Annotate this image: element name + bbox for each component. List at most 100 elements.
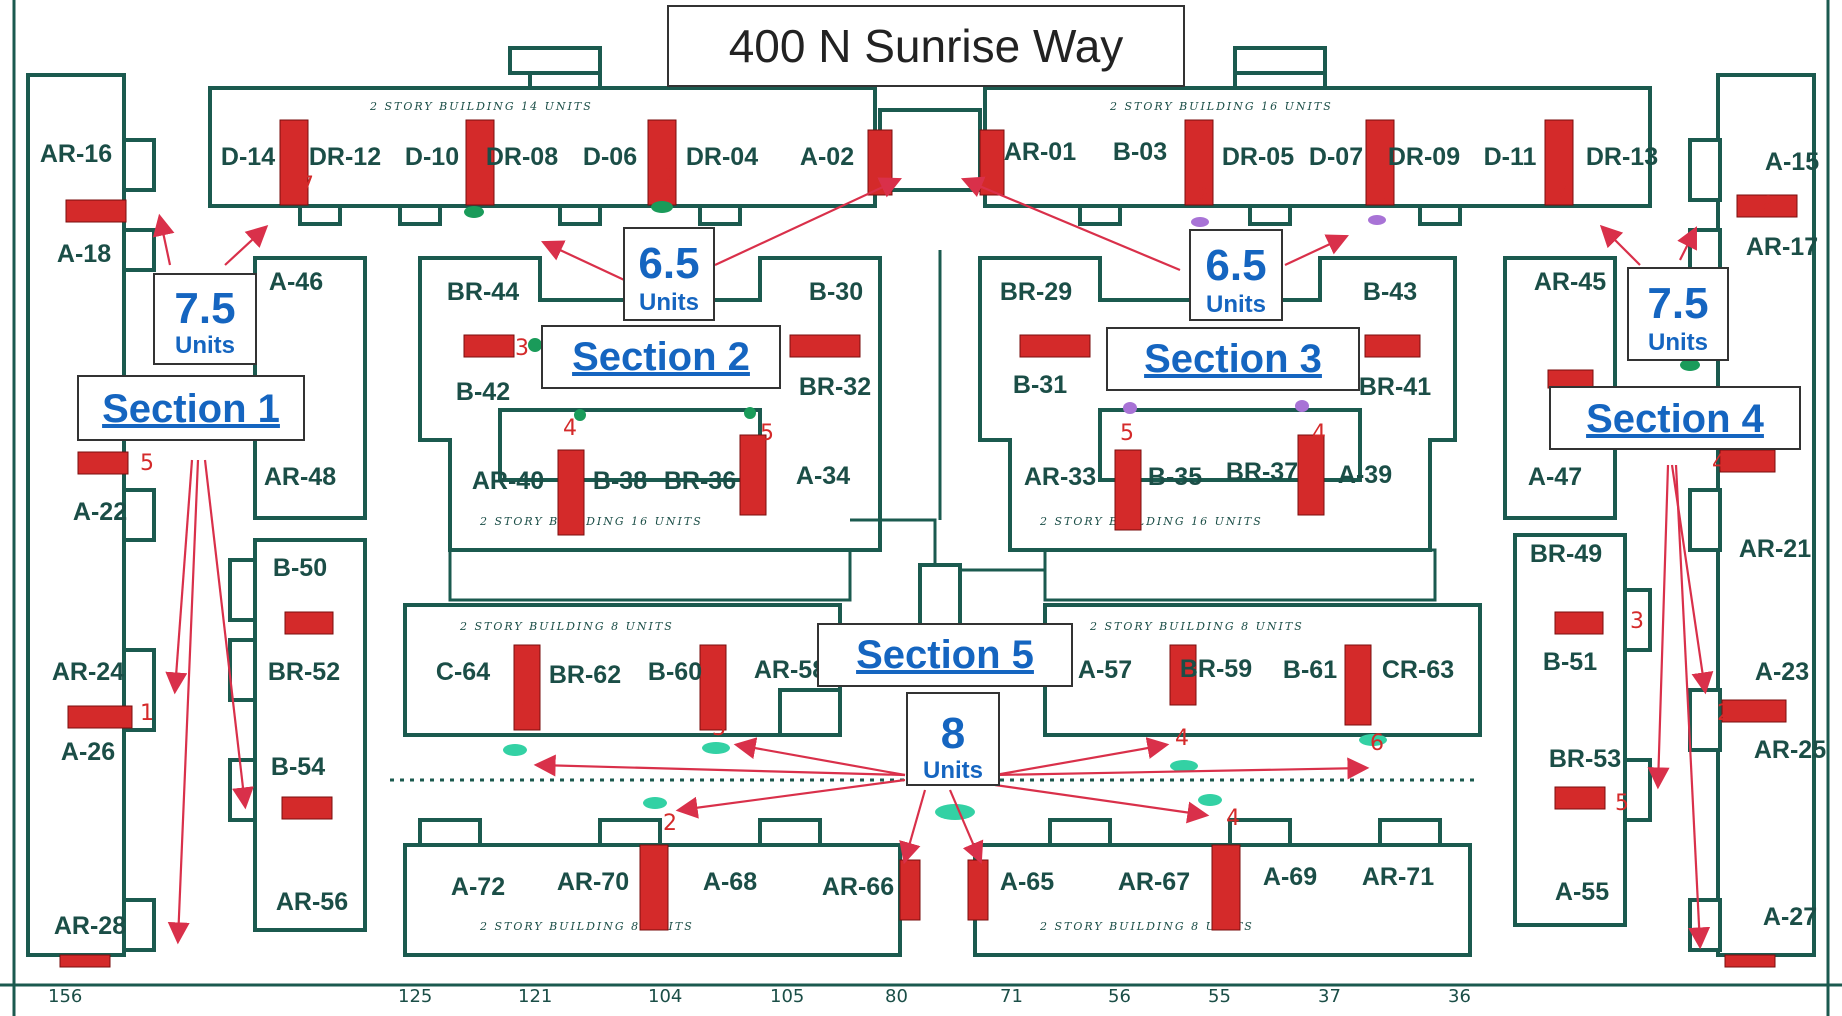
unit-label: DR-09	[1388, 143, 1460, 171]
unit-label: A-26	[61, 738, 115, 766]
unit-count-section-1: 7.5 Units	[153, 273, 257, 365]
stair-number: 4	[1712, 451, 1726, 476]
unit-count-section-4: 7.5 Units	[1627, 267, 1729, 361]
svg-text:Section 1: Section 1	[102, 387, 280, 431]
unit-label: A-15	[1765, 148, 1819, 176]
lot-number: 104	[648, 986, 682, 1007]
building-mid-left	[403, 603, 842, 737]
section-3-label[interactable]: Section 3	[1106, 327, 1360, 391]
unit-label: A-65	[1000, 868, 1054, 896]
svg-text:2 STORY BUILDING 8 UNITS: 2 STORY BUILDING 8 UNITS	[459, 620, 674, 633]
unit-count-section-3: 6.5 Units	[1189, 229, 1283, 321]
unit-label: B-60	[648, 658, 702, 686]
stair-number: 5	[1120, 421, 1134, 446]
svg-text:Units: Units	[175, 332, 235, 359]
unit-label: C-64	[436, 658, 490, 686]
svg-text:Section 5: Section 5	[856, 633, 1034, 677]
unit-label: BR-32	[799, 373, 871, 401]
svg-text:2 STORY BUILDING 8 UNITS: 2 STORY BUILDING 8 UNITS	[1089, 620, 1304, 633]
unit-label: AR-16	[40, 140, 112, 168]
svg-text:Units: Units	[1648, 329, 1708, 356]
unit-label: A-34	[796, 462, 850, 490]
building-top-left	[208, 46, 877, 226]
unit-label: B-30	[809, 278, 863, 306]
stair-number: 1	[477, 171, 491, 196]
lot-number: 56	[1108, 986, 1131, 1007]
unit-label: D-14	[221, 143, 275, 171]
stair-number: 5	[760, 421, 774, 446]
unit-label: B-54	[271, 753, 325, 781]
svg-text:Section 4: Section 4	[1586, 397, 1765, 441]
unit-label: A-39	[1338, 461, 1392, 489]
building-mid-right	[1043, 603, 1482, 737]
unit-label: A-18	[57, 240, 111, 268]
stair-number: 4	[1312, 421, 1326, 446]
unit-label: B-61	[1283, 656, 1337, 684]
unit-label: B-03	[1113, 138, 1167, 166]
unit-label: BR-41	[1359, 373, 1431, 401]
section-2-label[interactable]: Section 2	[541, 325, 781, 389]
unit-label: AR-25	[1754, 736, 1826, 764]
svg-text:2 STORY BUILDING 16 UNITS: 2 STORY BUILDING 16 UNITS	[1039, 515, 1263, 528]
unit-label: B-31	[1013, 371, 1067, 399]
unit-label: A-46	[269, 268, 323, 296]
stair-number: 4	[563, 416, 577, 441]
stair-number: 2	[662, 166, 676, 191]
unit-label: AR-70	[557, 868, 629, 896]
unit-label: DR-05	[1222, 143, 1294, 171]
lot-number: 105	[770, 986, 804, 1007]
unit-label: D-11	[1484, 143, 1537, 171]
section-4-label[interactable]: Section 4	[1549, 386, 1801, 450]
lot-number: 37	[1318, 986, 1341, 1007]
unit-label: AR-48	[264, 463, 336, 491]
unit-label: BR-62	[549, 661, 621, 689]
unit-label: AR-17	[1746, 233, 1818, 261]
unit-count-section-5: 8 Units	[906, 692, 1000, 786]
svg-text:Section 2: Section 2	[572, 335, 750, 379]
stair-number: 7	[1554, 181, 1568, 206]
stair-number: 1	[140, 701, 154, 726]
courtyard	[448, 250, 1437, 627]
stair-number: 1	[520, 701, 534, 726]
stair-number: 3	[712, 716, 726, 741]
unit-label: A-55	[1555, 878, 1609, 906]
svg-text:2 STORY BUILDING 16 UNITS: 2 STORY BUILDING 16 UNITS	[479, 515, 703, 528]
section-1-label[interactable]: Section 1	[77, 375, 305, 441]
central-gate	[878, 108, 982, 192]
unit-label: A-23	[1755, 658, 1809, 686]
map-title: 400 N Sunrise Way	[729, 20, 1124, 72]
unit-label: AR-21	[1739, 535, 1811, 563]
unit-label: AR-24	[52, 658, 124, 686]
lot-number: 36	[1448, 986, 1471, 1007]
stair-number: 1	[280, 798, 294, 823]
unit-label: A-57	[1078, 656, 1132, 684]
stair-number: 2	[1195, 185, 1209, 210]
unit-label: A-47	[1528, 463, 1582, 491]
unit-label: DR-13	[1586, 143, 1658, 171]
stair-number: 4	[1226, 806, 1240, 831]
unit-label: BR-36	[664, 467, 736, 495]
svg-text:7.5: 7.5	[1647, 279, 1708, 328]
unit-label: BR-49	[1530, 540, 1602, 568]
svg-text:6.5: 6.5	[1205, 241, 1266, 290]
building-right-inner	[1503, 256, 1652, 927]
stair-number: 5	[1615, 791, 1629, 816]
svg-text:2 STORY BUILDING 14 UNITS: 2 STORY BUILDING 14 UNITS	[369, 100, 593, 113]
handwritten-notes: 2 STORY BUILDING 14 UNITS 2 STORY BUILDI…	[369, 46, 1331, 933]
unit-count-section-2: 6.5 Units	[623, 227, 715, 321]
svg-text:8: 8	[941, 709, 965, 758]
svg-text:Units: Units	[1206, 291, 1266, 318]
unit-label: AR-71	[1362, 863, 1434, 891]
unit-label: AR-67	[1118, 868, 1190, 896]
unit-label: B-38	[593, 467, 647, 495]
unit-label: AR-45	[1534, 268, 1606, 296]
stair-number: 1	[1373, 181, 1387, 206]
svg-text:Section 3: Section 3	[1144, 337, 1322, 381]
unit-label: CR-63	[1382, 656, 1454, 684]
svg-text:7.5: 7.5	[174, 284, 235, 333]
stair-number: 7	[300, 173, 314, 198]
section-5-label[interactable]: Section 5	[817, 623, 1073, 687]
